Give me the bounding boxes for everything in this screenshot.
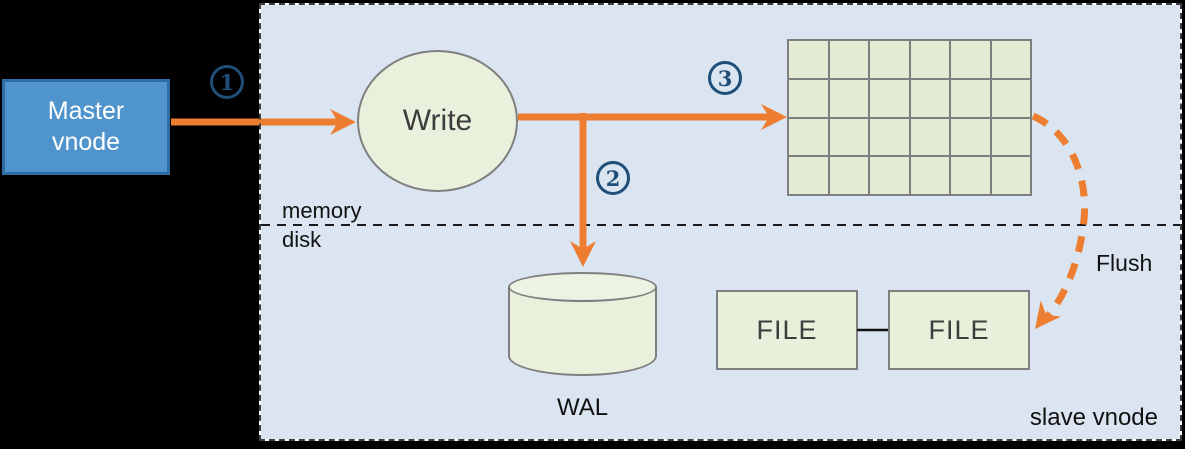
mem-table-cell — [829, 79, 868, 117]
mem-table-cell — [870, 118, 909, 156]
mem-table-cell — [829, 118, 868, 156]
disk-label: disk — [282, 227, 322, 252]
file-box-1: FILE — [716, 290, 858, 370]
file-box-2: FILE — [888, 290, 1030, 370]
mem-table-cell — [910, 118, 949, 156]
memory-label: memory — [282, 198, 362, 223]
mem-table-cell — [951, 79, 990, 117]
mem-table-cell — [829, 157, 868, 194]
mem-table-cell — [951, 157, 990, 194]
mem-table — [787, 39, 1032, 196]
master-vnode-label-line1: Master — [47, 96, 125, 125]
mem-table-cell — [789, 41, 828, 78]
mem-table-cell — [789, 157, 828, 194]
mem-table-cell — [829, 41, 868, 78]
master-vnode-box: Master vnode — [2, 79, 170, 175]
flush-label: Flush — [1096, 250, 1153, 276]
mem-table-cell — [991, 79, 1030, 117]
file-box-2-label: FILE — [928, 314, 990, 345]
step-1-badge: 1 — [210, 65, 244, 99]
slave-vnode-label: slave vnode — [1029, 404, 1158, 431]
step-3-number: 3 — [717, 65, 733, 91]
wal-label: WAL — [556, 394, 609, 421]
file-box-1-label: FILE — [756, 314, 818, 345]
step-2-number: 2 — [605, 165, 621, 191]
master-vnode-label-line2: vnode — [51, 128, 121, 156]
wal-cylinder — [508, 272, 657, 376]
mem-table-cell — [991, 157, 1030, 194]
mem-table-cell — [951, 118, 990, 156]
mem-table-cell — [910, 41, 949, 78]
mem-table-cell — [991, 118, 1030, 156]
mem-table-cell — [910, 79, 949, 117]
mem-table-cell — [991, 41, 1030, 78]
mem-table-cell — [870, 157, 909, 194]
write-node: Write — [357, 50, 518, 192]
mem-table-cell — [870, 41, 909, 78]
mem-table-cell — [789, 79, 828, 117]
mem-table-cell — [910, 157, 949, 194]
step-1-number: 1 — [219, 69, 235, 95]
mem-table-cell — [789, 118, 828, 156]
write-label: Write — [402, 104, 473, 137]
wal-cylinder-top — [508, 272, 657, 302]
step-2-badge: 2 — [596, 161, 630, 195]
step-3-badge: 3 — [708, 61, 742, 95]
mem-table-cell — [951, 41, 990, 78]
mem-table-cell — [870, 79, 909, 117]
